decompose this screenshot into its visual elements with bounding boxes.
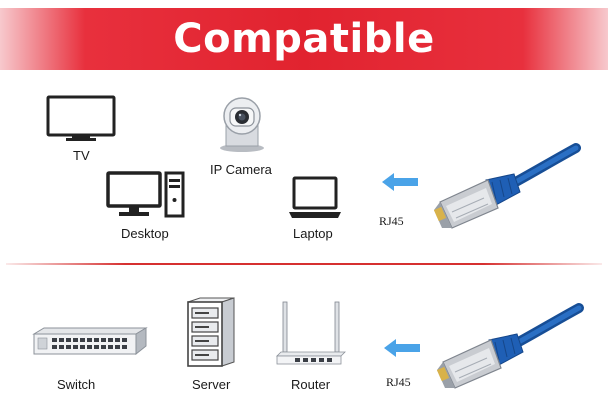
router-icon [276,301,346,365]
ip-camera-icon [220,97,264,152]
tv-icon [46,95,116,141]
switch-label: Switch [57,377,96,392]
rj45-label-bottom: RJ45 [386,375,411,389]
laptop-icon [289,176,341,218]
arrow-left-icon [384,339,420,357]
ip-camera-label: IP Camera [210,162,272,177]
ethernet-cable-icon [433,143,581,229]
section-divider [6,263,602,265]
rj45-label-top: RJ45 [379,214,404,228]
tv-label: TV [73,148,90,163]
banner-title: Compatible [173,16,435,62]
compatible-banner: Compatible [0,8,608,70]
server-icon [187,297,235,367]
arrow-left-icon [382,173,418,191]
laptop-label: Laptop [293,226,333,241]
switch-icon [32,327,148,356]
server-label: Server [192,377,231,392]
ethernet-cable-icon [436,303,584,389]
router-label: Router [291,377,331,392]
desktop-label: Desktop [121,226,169,241]
desktop-icon [106,171,185,218]
